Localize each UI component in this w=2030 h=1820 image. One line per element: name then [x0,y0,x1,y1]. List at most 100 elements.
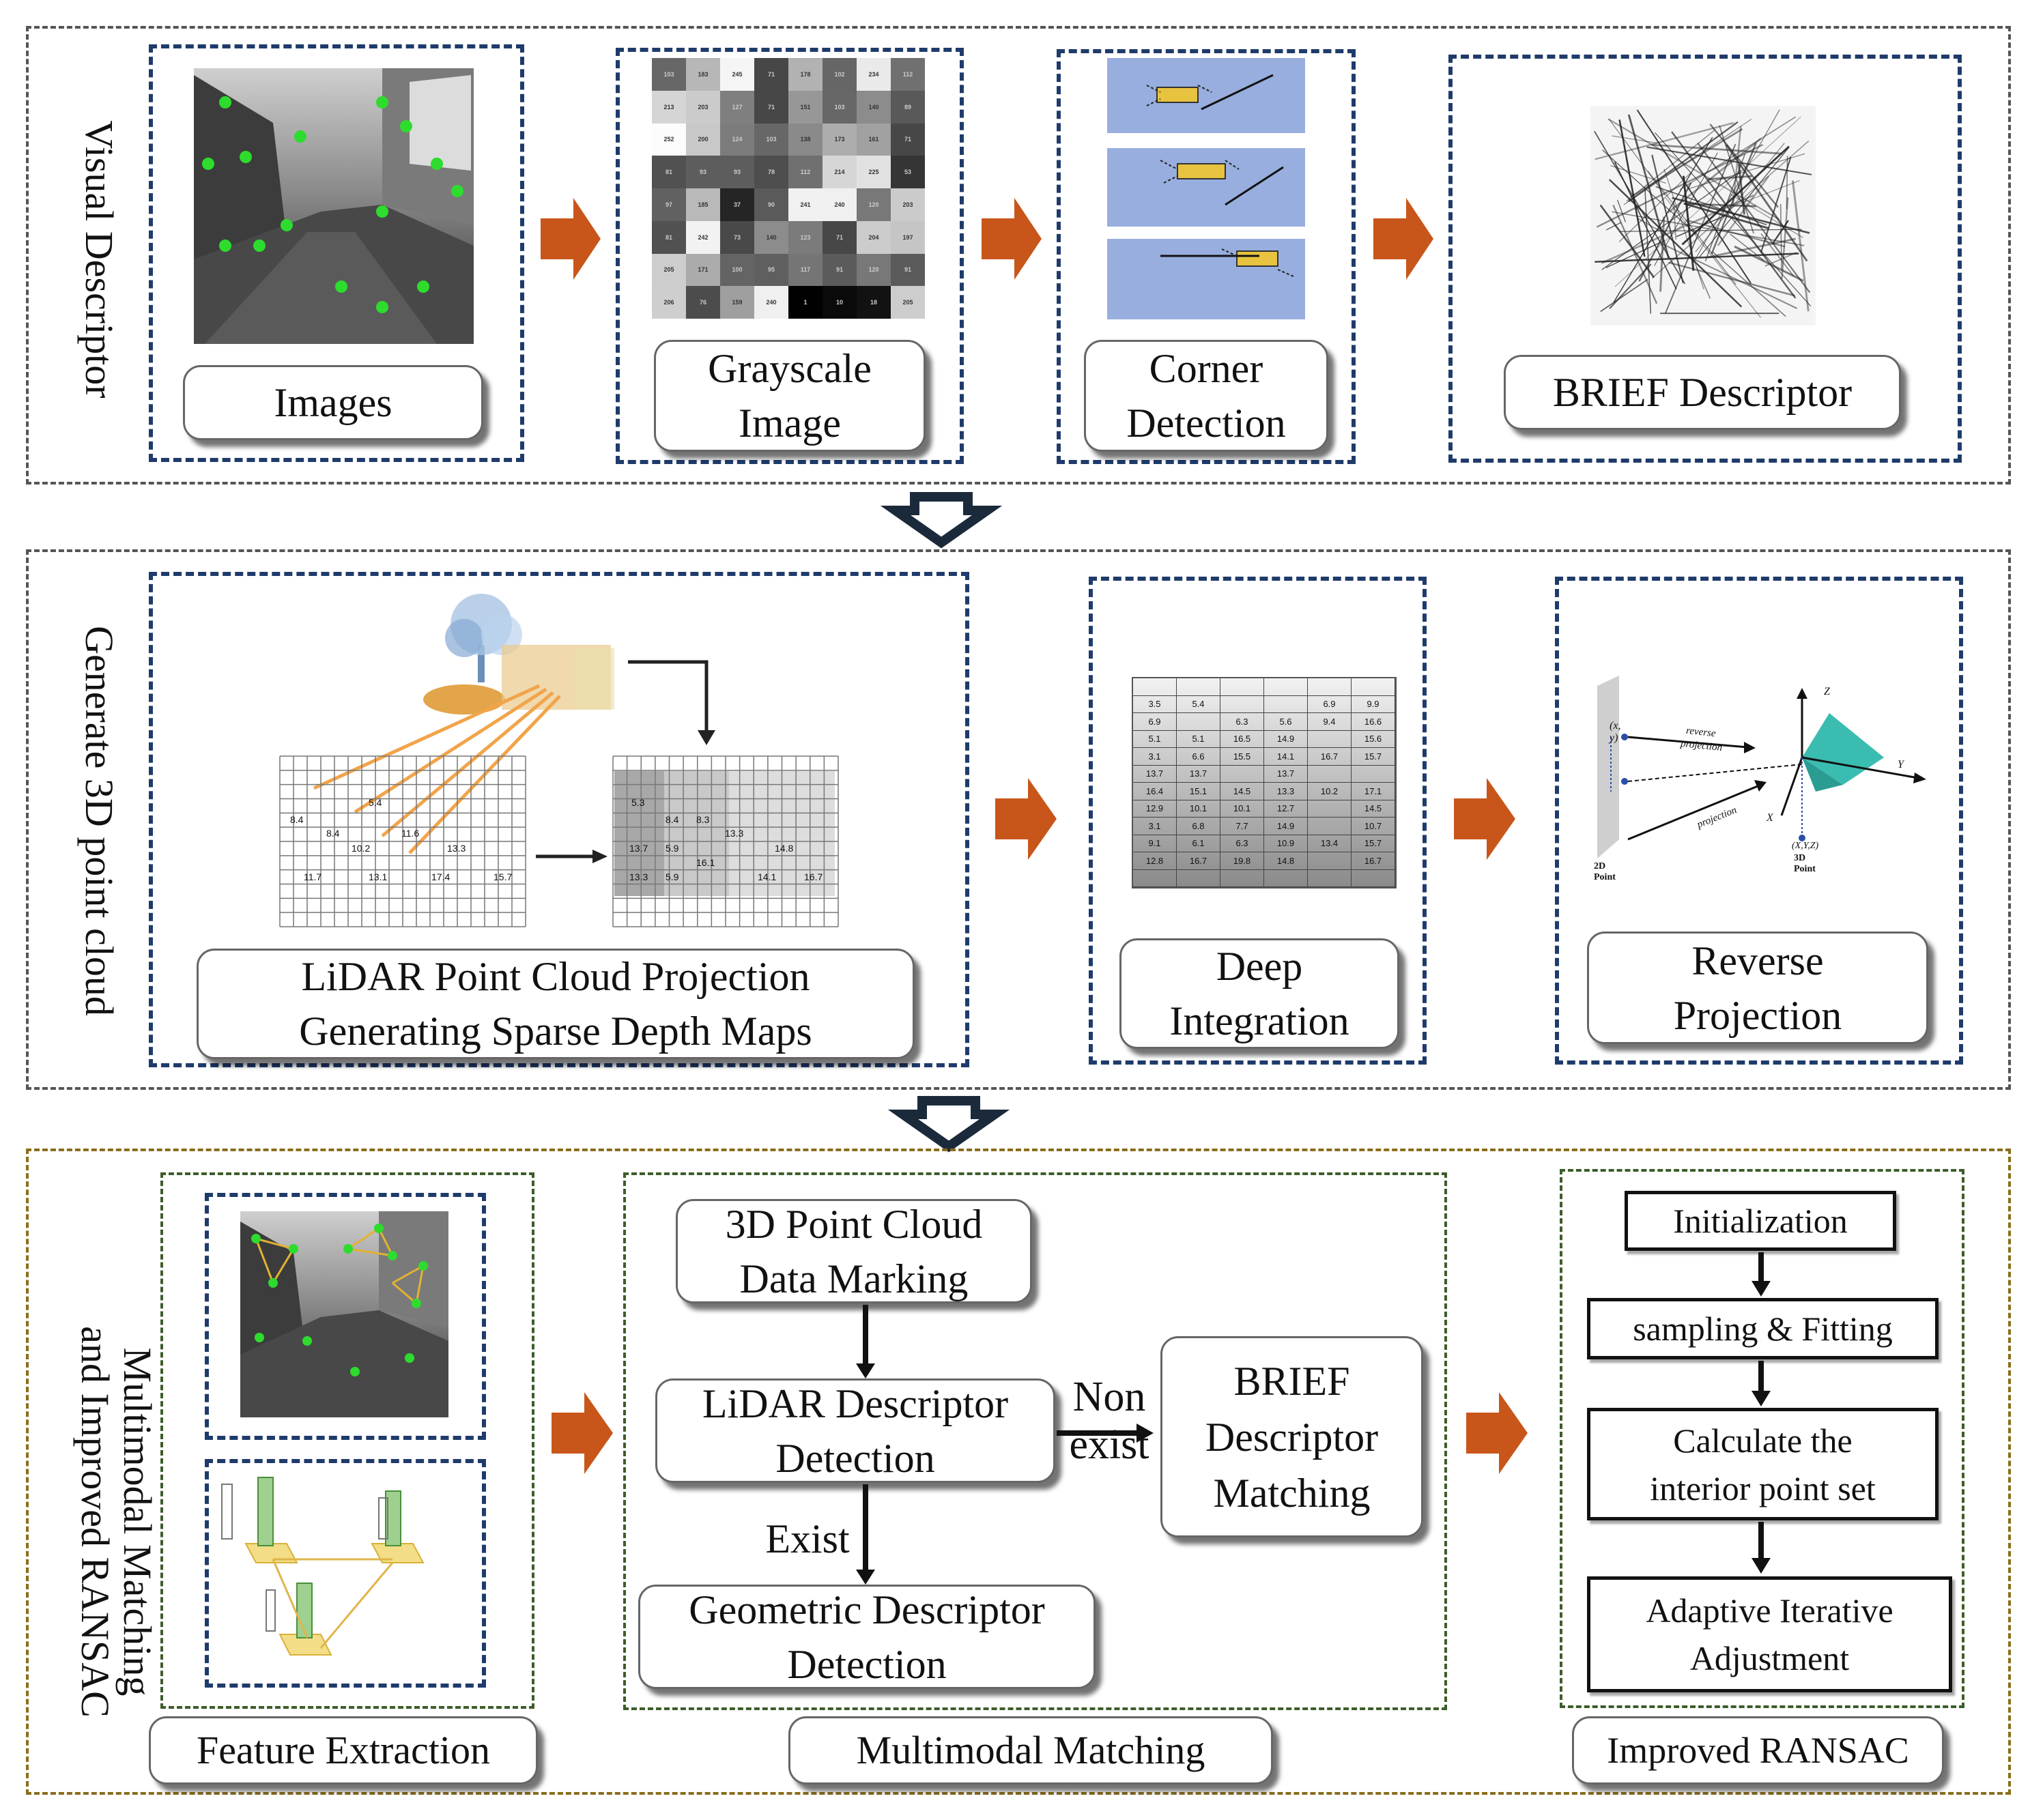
depth-value: 8.4 [326,828,340,839]
dense-depth-cell: 15.7 [1352,835,1395,852]
dense-depth-cell [1308,765,1352,783]
grayscale-cell: 117 [788,253,823,287]
depth-value: 14.1 [758,871,777,882]
section-visual-descriptor [26,26,2011,485]
panel-multimodal-matching [623,1172,1447,1710]
dense-depth-cell [1177,713,1220,731]
row-label-3d-point-cloud: Generate 3D point cloud [77,626,121,1016]
lidar-descriptor-box: LiDAR Descriptor Detection [655,1378,1055,1483]
dense-depth-cell [1308,818,1352,835]
dense-depth-cell: 16.7 [1352,852,1395,870]
grayscale-cell: 71 [754,90,788,124]
panel-feature-extraction [160,1172,534,1709]
dense-depth-cell: 17.1 [1352,783,1395,800]
dense-depth-cell: 14.8 [1264,852,1308,870]
dense-depth-cell [1220,765,1264,783]
grayscale-cell: 242 [686,220,720,254]
grayscale-cell: 71 [754,58,788,91]
calculate-interior-box: Calculate the interior point set [1587,1408,1939,1520]
grayscale-cell: 203 [891,188,925,221]
dense-depth-cell [1352,678,1395,696]
grayscale-cell: 95 [754,253,788,287]
grayscale-cell: 103 [823,90,857,124]
depth-value: 5.4 [369,797,382,808]
dense-depth-cell [1177,869,1220,887]
depth-value: 13.3 [629,871,648,882]
exist-label: Exist [765,1516,850,1561]
dense-depth-cell [1352,869,1395,887]
grayscale-cell: 112 [891,58,925,91]
grayscale-cell: 185 [686,188,720,221]
grayscale-cell: 91 [891,253,925,287]
multimodal-matching-label: Multimodal Matching [788,1716,1273,1785]
grayscale-cell: 127 [720,90,754,124]
dense-depth-cell [1220,678,1264,696]
depth-value: 16.7 [804,871,823,882]
grayscale-cell: 103 [754,123,788,156]
dense-depth-cell: 14.5 [1352,800,1395,818]
grayscale-cell: 240 [754,286,788,319]
dense-depth-cell: 16.7 [1308,748,1352,766]
non-exist-label: Non exist [1069,1374,1149,1468]
grayscale-cell: 203 [686,90,720,124]
depth-value: 11.6 [401,828,420,839]
grayscale-cell: 53 [891,156,925,188]
grayscale-cell: 78 [754,156,788,188]
grayscale-cell: 102 [823,58,857,91]
dense-depth-cell [1133,869,1177,887]
dense-depth-cell: 16.7 [1177,852,1220,870]
depth-value: 8.4 [666,814,679,825]
dense-depth-cell [1220,695,1264,713]
dense-depth-cell: 7.7 [1220,818,1264,835]
dense-depth-cell: 15.5 [1220,748,1264,766]
panel-improved-ransac [1560,1169,1964,1708]
dense-depth-cell: 10.9 [1264,835,1308,852]
dense-depth-cell: 16.6 [1352,713,1395,731]
dense-depth-cell: 12.8 [1133,852,1177,870]
depth-value: 5.9 [666,843,679,854]
dense-depth-cell: 15.7 [1352,748,1395,766]
grayscale-cell: 213 [652,90,686,124]
dense-depth-cell: 16.4 [1133,783,1177,800]
grayscale-cell: 124 [720,123,754,156]
dense-depth-cell: 13.4 [1308,835,1352,852]
grayscale-cell: 151 [788,90,823,124]
grayscale-cell: 234 [857,58,891,91]
corner-detection-label: Corner Detection [1084,340,1328,452]
dense-depth-cell: 14.1 [1264,748,1308,766]
grayscale-cell: 204 [857,220,891,254]
depth-value: 13.7 [629,843,648,854]
dense-depth-cell: 3.1 [1133,748,1177,766]
dense-depth-cell: 13.3 [1264,783,1308,800]
depth-value: 13.3 [725,828,744,839]
grayscale-cell: 240 [823,188,857,221]
grayscale-cell: 200 [686,123,720,156]
lidar-projection-label: LiDAR Point Cloud Projection Generating … [197,949,915,1059]
grayscale-cell: 225 [857,156,891,188]
grayscale-cell: 91 [823,253,857,287]
xy-label: (x, y) [1610,720,1621,744]
dense-depth-cell: 9.1 [1133,835,1177,852]
dense-depth-cell: 19.8 [1220,852,1264,870]
dense-depth-cell: 15.1 [1177,783,1220,800]
grayscale-cell: 90 [754,188,788,221]
grayscale-cell: 171 [686,253,720,287]
grayscale-cell: 73 [720,220,754,254]
section-multimodal-matching [26,1149,2011,1795]
depth-value: 8.3 [696,814,710,825]
dense-depth-cell: 9.9 [1352,695,1395,713]
depth-value: 13.1 [369,871,388,882]
grayscale-cell: 120 [857,253,891,287]
feature-extraction-label: Feature Extraction [149,1716,538,1785]
grayscale-cell: 100 [720,253,754,287]
grayscale-cell: 37 [720,188,754,221]
adaptive-adjustment-box: Adaptive Iterative Adjustment [1587,1576,1952,1692]
dense-depth-cell [1308,730,1352,748]
dense-depth-cell: 3.5 [1133,695,1177,713]
grayscale-cell: 81 [652,220,686,254]
x-axis-label: X [1767,812,1773,824]
dense-depth-cell [1133,678,1177,696]
depth-value: 16.1 [696,857,715,868]
grayscale-cell: 183 [686,58,720,91]
